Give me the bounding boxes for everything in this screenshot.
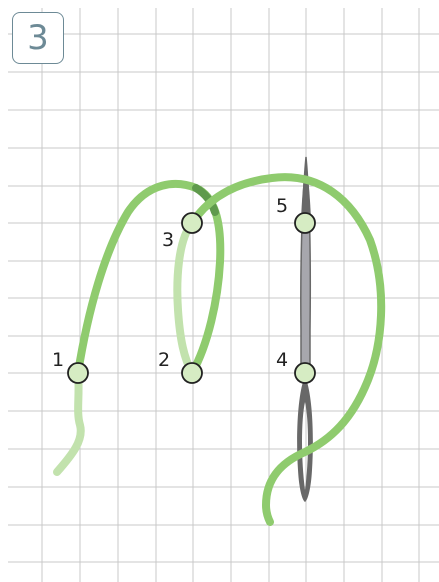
- stitch-point-label-5: 5: [276, 195, 288, 217]
- stitch-point-label-1: 1: [52, 349, 64, 371]
- stitch-point-4: [295, 363, 315, 383]
- needle-eye: [297, 376, 313, 502]
- needle-tip: [301, 157, 311, 220]
- step-badge: 3: [12, 12, 64, 64]
- stitch-point-label-3: 3: [162, 229, 174, 251]
- thread-tail: [57, 373, 81, 472]
- stitch-point-label-2: 2: [158, 349, 170, 371]
- stitch-point-label-4: 4: [276, 349, 288, 371]
- stitch-point-2: [182, 363, 202, 383]
- stitch-point-1: [68, 363, 88, 383]
- stitch-point-5: [295, 213, 315, 233]
- grid: [8, 8, 439, 582]
- stitch-point-3: [182, 213, 202, 233]
